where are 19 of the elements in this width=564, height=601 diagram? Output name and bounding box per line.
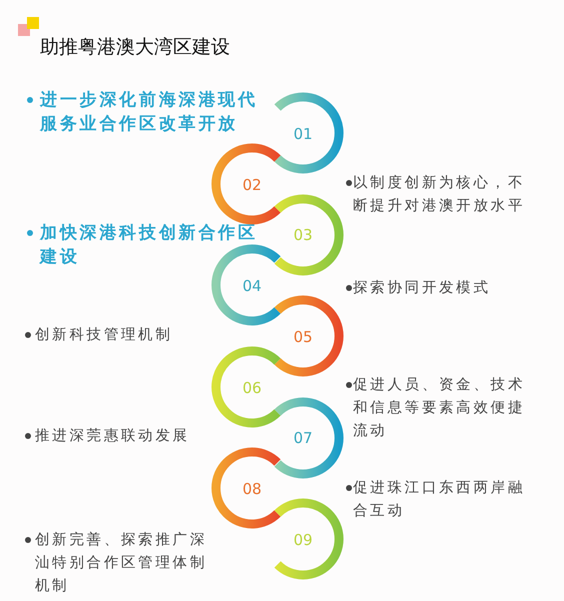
step-number: 03 [293, 226, 313, 244]
bullet-text: 探索协同开发模式 [353, 279, 492, 298]
bullet-text: 促进人员、资金、技术和信息等要素高效便捷流动 [353, 376, 526, 441]
bullet-text: 创新完善、探索推广深汕特别合作区管理体制机制 [35, 530, 208, 596]
bullet-text: 创新科技管理机制 [35, 326, 174, 345]
title: 助推粤港澳大湾区建设 [40, 35, 230, 60]
section-heading: 加快深港科技创新合作区建设 [40, 222, 259, 269]
step-number: 07 [293, 429, 313, 448]
bullet-text: 推进深莞惠联动发展 [35, 427, 191, 446]
section-heading: 进一步深化前海深港现代服务业合作区改革开放 [40, 89, 259, 136]
step-number: 05 [293, 328, 313, 346]
step-number: 09 [293, 530, 313, 549]
step-number: 02 [242, 176, 262, 194]
step-number: 08 [242, 480, 262, 498]
step-number: 01 [293, 124, 313, 143]
step-number: 04 [242, 277, 262, 296]
step-number: 06 [242, 378, 262, 397]
bullet-text: 以制度创新为核心，不断提升对港澳开放水平 [353, 174, 526, 216]
bullet-text: 促进珠江口东西两岸融合互动 [353, 478, 526, 521]
